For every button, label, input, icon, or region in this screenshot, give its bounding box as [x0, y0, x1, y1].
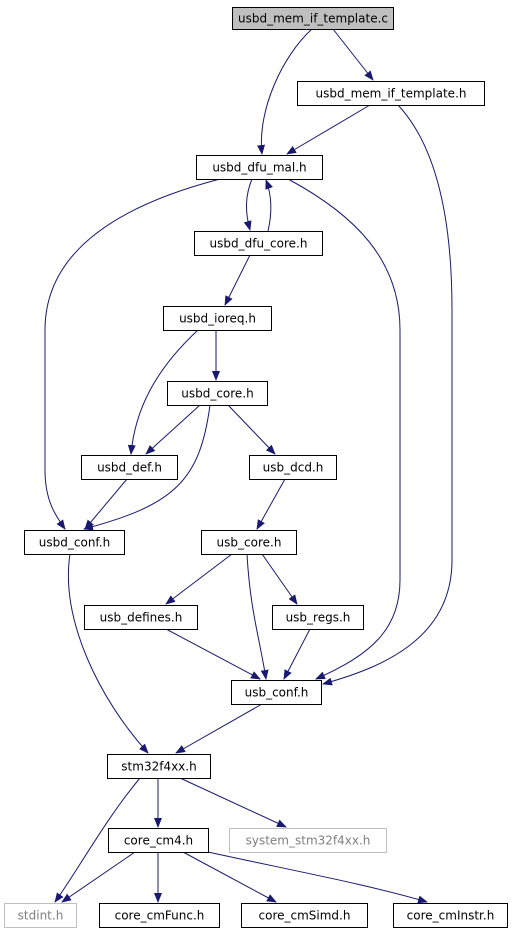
edge-usbd-dfu-mal-h-to-usbd-dfu-core-h	[243, 178, 253, 231]
node-label: usb_defines.h	[100, 611, 183, 625]
node-box	[194, 231, 323, 256]
edge-stm32f4xx-h-to-system-stm32f4xx-h	[179, 777, 287, 828]
node-usbd-core-h[interactable]: usbd_core.h	[167, 381, 268, 406]
node-label: core_cmFunc.h	[115, 909, 205, 923]
node-box	[241, 903, 368, 928]
node-label: usbd_ioreq.h	[179, 312, 256, 326]
edge-usbd-mem-if-template-h-to-usb-conf-h	[322, 104, 453, 686]
node-box	[163, 306, 272, 331]
node-usb-core-h[interactable]: usb_core.h	[201, 530, 297, 555]
edge-usbd-dfu-mal-h-to-usb-conf-h	[287, 178, 401, 680]
node-box	[81, 455, 178, 480]
edge-usb-core-h-to-usb-regs-h	[261, 553, 298, 605]
edge-usb-conf-h-to-stm32f4xx-h	[175, 703, 263, 754]
edges-layer	[44, 28, 453, 904]
node-box	[99, 903, 220, 928]
node-usb-conf-h[interactable]: usb_conf.h	[231, 680, 322, 705]
node-stdint-h: stdint.h	[4, 903, 77, 928]
node-label: core_cm4.h	[124, 834, 193, 848]
node-box	[196, 155, 323, 180]
node-label: usbd_mem_if_template.h	[315, 87, 466, 101]
node-label: usbd_mem_if_template.c	[238, 12, 388, 26]
node-label: usbd_conf.h	[39, 536, 110, 550]
node-label: usbd_dfu_core.h	[210, 237, 308, 251]
node-usbd-conf-h[interactable]: usbd_conf.h	[24, 530, 125, 555]
edge-core-cm4-h-to-core-cmInstr-h	[207, 851, 428, 904]
edge-usbd-core-h-to-usb-dcd-h	[227, 404, 276, 455]
edge-usb-regs-h-to-usb-conf-h	[283, 628, 311, 680]
edge-usb-core-h-to-usb-defines-h	[165, 553, 233, 605]
node-usbd-mem-if-template-c[interactable]: usbd_mem_if_template.c	[232, 7, 394, 30]
node-box	[229, 828, 387, 853]
node-box	[272, 605, 364, 630]
node-label: usb_dcd.h	[263, 461, 324, 475]
edge-stm32f4xx-h-to-stdint-h	[54, 777, 141, 903]
node-label: stm32f4xx.h	[121, 760, 196, 774]
node-core-cmInstr-h[interactable]: core_cmInstr.h	[393, 903, 508, 928]
edge-usbd-dfu-core-h-to-usbd-dfu-mal-h	[265, 179, 273, 232]
node-box	[107, 754, 211, 779]
edge-usb-defines-h-to-usb-conf-h	[165, 628, 261, 680]
node-box	[4, 903, 77, 928]
node-usbd-dfu-mal-h[interactable]: usbd_dfu_mal.h	[196, 155, 323, 180]
node-usb-regs-h[interactable]: usb_regs.h	[272, 605, 364, 630]
node-box	[167, 381, 268, 406]
edge-core-cm4-h-to-core-cmSimd-h	[182, 851, 277, 903]
node-stm32f4xx-h[interactable]: stm32f4xx.h	[107, 754, 211, 779]
node-box	[201, 530, 297, 555]
edge-usbd-core-h-to-usbd-conf-h	[83, 404, 211, 531]
node-label: usbd_dfu_mal.h	[212, 161, 306, 175]
edge-usbd-dfu-mal-h-to-usbd-conf-h	[44, 178, 221, 530]
node-label: stdint.h	[18, 909, 64, 923]
node-usb-dcd-h[interactable]: usb_dcd.h	[249, 455, 337, 480]
node-box	[249, 455, 337, 480]
edge-usbd-dfu-core-h-to-usbd-ioreq-h	[224, 254, 251, 306]
node-box	[393, 903, 508, 928]
node-box	[297, 81, 485, 106]
edge-usbd-mem-if-template-c-to-usbd-mem-if-template-h	[332, 28, 374, 81]
node-label: core_cmSimd.h	[259, 909, 351, 923]
node-usbd-ioreq-h[interactable]: usbd_ioreq.h	[163, 306, 272, 331]
node-core-cmFunc-h[interactable]: core_cmFunc.h	[99, 903, 220, 928]
node-box	[232, 7, 394, 30]
edge-usbd-core-h-to-usbd-def-h	[145, 404, 201, 455]
edge-usbd-mem-if-template-h-to-usbd-dfu-mal-h	[286, 104, 371, 155]
node-usbd-dfu-core-h[interactable]: usbd_dfu_core.h	[194, 231, 323, 256]
edge-usb-core-h-to-usb-conf-h	[246, 553, 269, 680]
edge-usbd-ioreq-h-to-usbd-def-h	[127, 329, 199, 455]
node-system-stm32f4xx-h: system_stm32f4xx.h	[229, 828, 387, 853]
node-label: usbd_def.h	[97, 461, 162, 475]
node-box	[231, 680, 322, 705]
node-box	[108, 828, 209, 853]
edge-usbd-conf-h-to-stm32f4xx-h	[68, 553, 149, 754]
edge-core-cm4-h-to-stdint-h	[61, 851, 136, 903]
node-box	[84, 605, 198, 630]
node-core-cmSimd-h[interactable]: core_cmSimd.h	[241, 903, 368, 928]
nodes-layer: usbd_mem_if_template.c usbd_mem_if_templa…	[4, 7, 508, 928]
node-label: usb_conf.h	[245, 686, 309, 700]
node-core-cm4-h[interactable]: core_cm4.h	[108, 828, 209, 853]
node-usb-defines-h[interactable]: usb_defines.h	[84, 605, 198, 630]
node-label: usb_regs.h	[286, 611, 351, 625]
node-usbd-def-h[interactable]: usbd_def.h	[81, 455, 178, 480]
edge-usb-dcd-h-to-usb-core-h	[256, 478, 286, 530]
node-usbd-mem-if-template-h[interactable]: usbd_mem_if_template.h	[297, 81, 485, 106]
node-label: core_cmInstr.h	[407, 909, 495, 923]
node-label: usbd_core.h	[181, 387, 254, 401]
node-label: usb_core.h	[217, 536, 282, 550]
edge-usbd-mem-if-template-c-to-usbd-dfu-mal-h	[257, 28, 313, 155]
node-label: system_stm32f4xx.h	[246, 834, 371, 848]
edge-usbd-def-h-to-usbd-conf-h	[84, 478, 128, 530]
node-box	[24, 530, 125, 555]
